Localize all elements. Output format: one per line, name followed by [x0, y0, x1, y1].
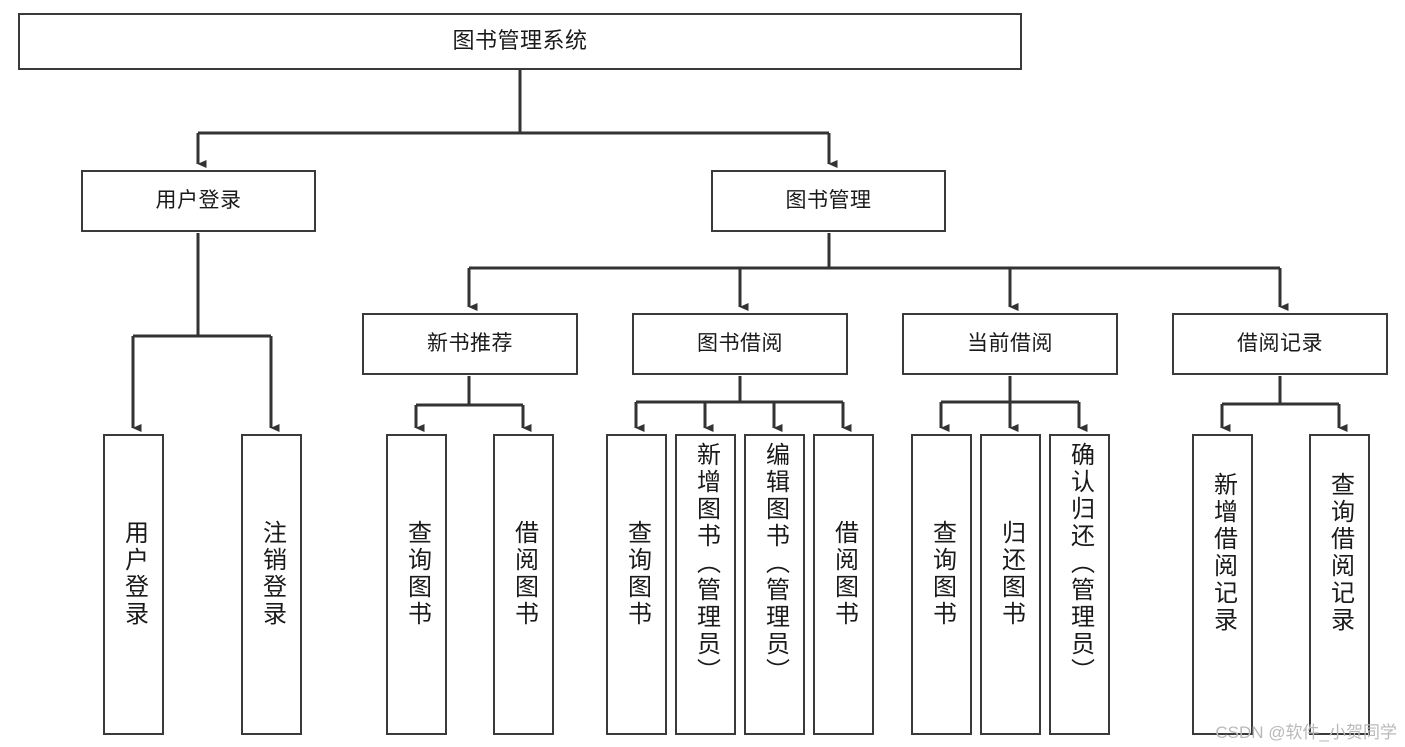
leaf-return-book[interactable]: 归还图书 — [980, 434, 1041, 735]
leaf-user-login[interactable]: 用户登录 — [103, 434, 164, 735]
leaf-query-book-2-label: 查询图书 — [623, 520, 651, 628]
node-book-borrow[interactable]: 图书借阅 — [632, 313, 848, 375]
leaf-user-login-label: 用户登录 — [120, 520, 148, 628]
leaf-edit-book[interactable]: 编辑图书（管理员） — [744, 434, 805, 735]
leaf-confirm-return[interactable]: 确认归还（管理员） — [1049, 434, 1110, 735]
leaf-edit-book-label: 编辑图书（管理员） — [761, 442, 789, 685]
leaf-query-book-3[interactable]: 查询图书 — [911, 434, 972, 735]
leaf-borrow-book-1[interactable]: 借阅图书 — [493, 434, 554, 735]
leaf-borrow-book-2-label: 借阅图书 — [830, 520, 858, 628]
leaf-add-book-label: 新增图书（管理员） — [692, 442, 720, 685]
leaf-confirm-return-label: 确认归还（管理员） — [1066, 442, 1094, 685]
leaf-query-record-label: 查询借阅记录 — [1326, 472, 1354, 634]
node-root-label: 图书管理系统 — [452, 28, 588, 54]
node-borrow-record[interactable]: 借阅记录 — [1172, 313, 1388, 375]
leaf-add-record-label: 新增借阅记录 — [1209, 472, 1237, 634]
leaf-query-record[interactable]: 查询借阅记录 — [1309, 434, 1370, 735]
node-book-manage[interactable]: 图书管理 — [711, 170, 946, 232]
leaf-user-logout-label: 注销登录 — [258, 520, 286, 628]
leaf-return-book-label: 归还图书 — [997, 520, 1025, 628]
node-root[interactable]: 图书管理系统 — [18, 13, 1022, 70]
leaf-query-book-2[interactable]: 查询图书 — [606, 434, 667, 735]
node-new-book-recommend[interactable]: 新书推荐 — [362, 313, 578, 375]
node-borrow-record-label: 借阅记录 — [1237, 332, 1323, 356]
node-current-borrow[interactable]: 当前借阅 — [902, 313, 1118, 375]
leaf-query-book-1[interactable]: 查询图书 — [386, 434, 447, 735]
node-current-borrow-label: 当前借阅 — [967, 332, 1053, 356]
leaf-add-record[interactable]: 新增借阅记录 — [1192, 434, 1253, 735]
node-user-login-label: 用户登录 — [155, 189, 242, 213]
node-user-login[interactable]: 用户登录 — [81, 170, 316, 232]
node-book-manage-label: 图书管理 — [785, 189, 872, 213]
leaf-query-book-3-label: 查询图书 — [928, 520, 956, 628]
leaf-query-book-1-label: 查询图书 — [403, 520, 431, 628]
node-new-book-recommend-label: 新书推荐 — [427, 332, 513, 356]
leaf-borrow-book-2[interactable]: 借阅图书 — [813, 434, 874, 735]
leaf-borrow-book-1-label: 借阅图书 — [510, 520, 538, 628]
leaf-add-book[interactable]: 新增图书（管理员） — [675, 434, 736, 735]
leaf-user-logout[interactable]: 注销登录 — [241, 434, 302, 735]
node-book-borrow-label: 图书借阅 — [697, 332, 783, 356]
